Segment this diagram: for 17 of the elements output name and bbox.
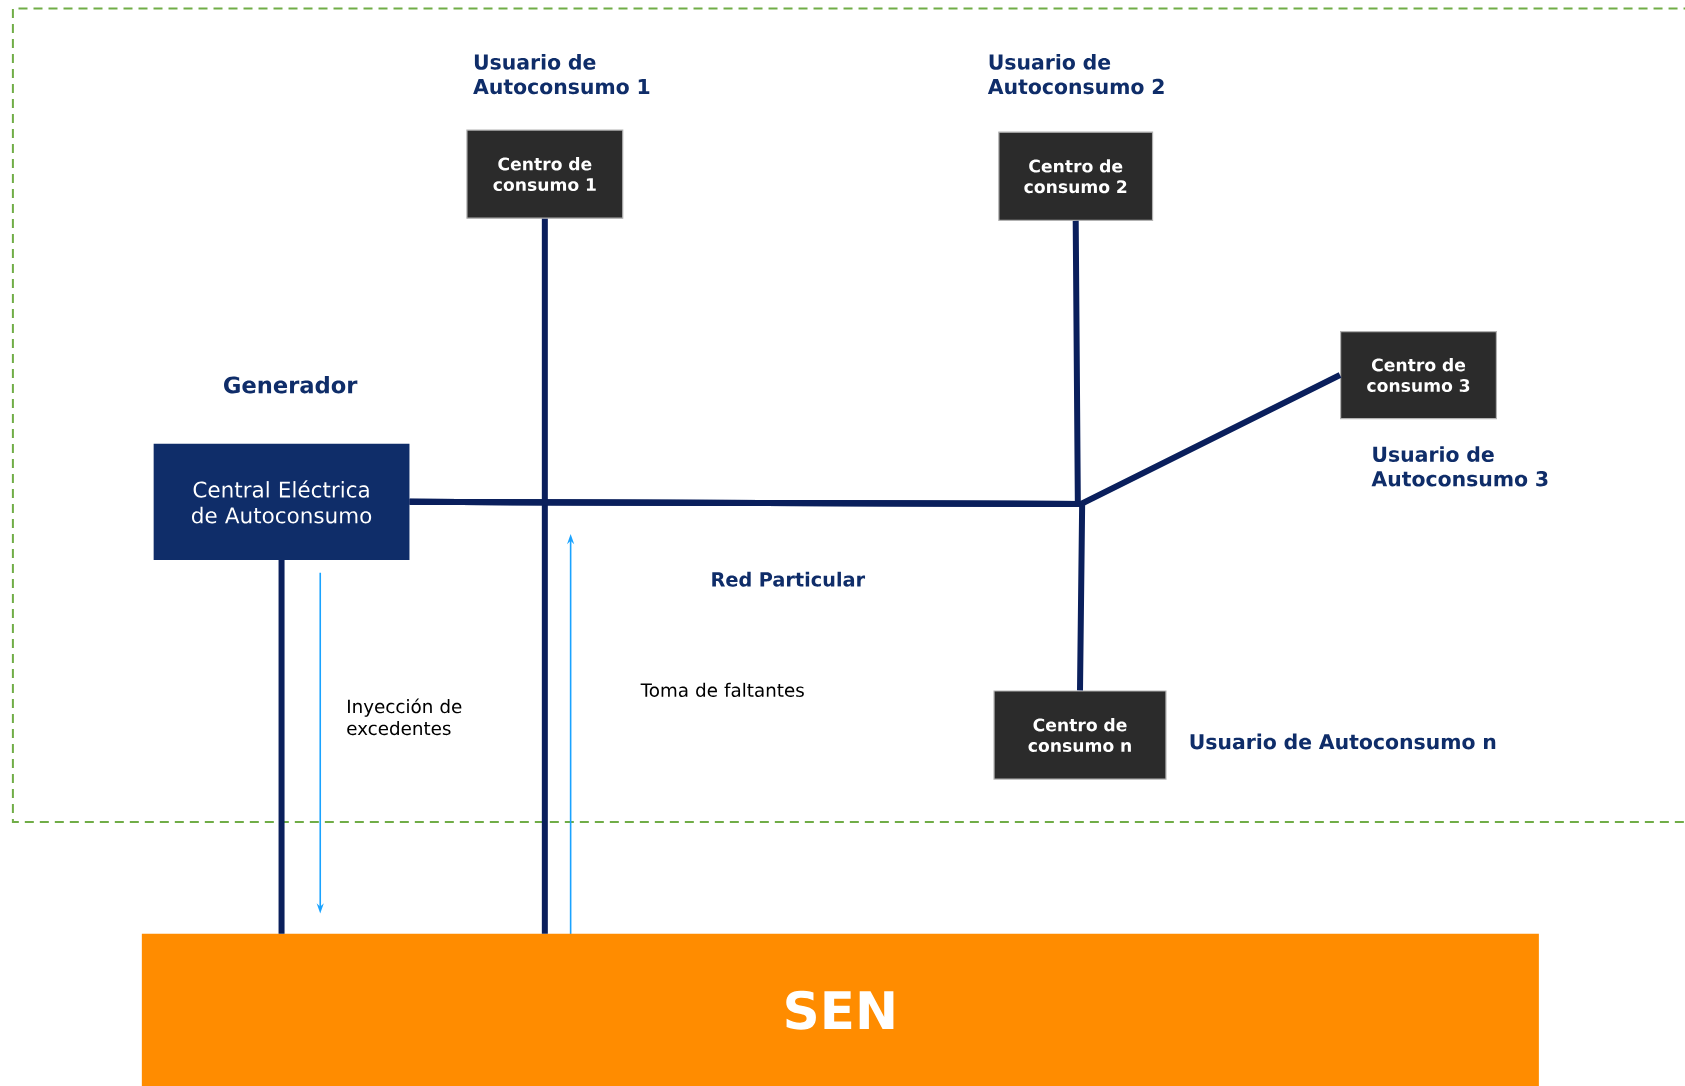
power-line (541, 218, 548, 934)
consumer-box: Centro de consumo 1 (466, 129, 624, 219)
power-line (409, 498, 1086, 691)
node-caption: Usuario de Autoconsumo 1 (473, 53, 650, 94)
node-caption: Usuario de Autoconsumo 3 (1371, 445, 1548, 487)
plant-box: Central Eléctrica de Autoconsumo (153, 443, 410, 560)
node-caption: Usuario de Autoconsumo n (1190, 733, 1496, 750)
consumer-box: Centro de consumo n (993, 690, 1167, 780)
power-line (278, 559, 285, 934)
text-label: Red Particular (712, 571, 866, 587)
consumer-box: Centro de consumo 3 (1340, 330, 1497, 419)
node-caption: Usuario de Autoconsumo 2 (987, 53, 1164, 94)
grid-box: SEN (141, 933, 1539, 1086)
text-label: Toma de faltantes (640, 682, 804, 697)
consumer-box: Centro de consumo 2 (998, 131, 1154, 221)
node-caption: Generador (224, 375, 358, 394)
text-label: Inyección de excedentes (347, 698, 462, 735)
